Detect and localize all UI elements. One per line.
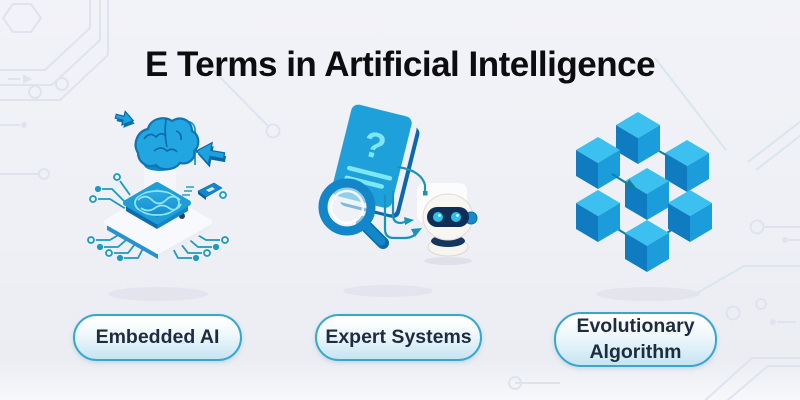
evolutionary-algorithm-illustration [576, 112, 712, 272]
term-label: Expert Systems [325, 325, 472, 348]
label-pill-evolutionary-algorithm: Evolutionary Algorithm [554, 312, 717, 367]
magnifier-icon [318, 178, 389, 249]
brain-icon [134, 117, 200, 171]
label-pill-expert-systems: Expert Systems [315, 314, 482, 361]
gene-cubes-icon [576, 112, 712, 272]
expert-systems-illustration: ? [318, 104, 478, 265]
robot-head-icon [422, 193, 478, 265]
term-label: Embedded AI [95, 325, 220, 348]
mutation-arrow-icon [611, 173, 637, 189]
inference-wires-icon [383, 165, 428, 240]
embedded-ai-illustration [87, 110, 229, 262]
data-card-icon [197, 182, 223, 200]
label-pill-embedded-ai: Embedded AI [73, 314, 242, 361]
data-arrow-right-icon [195, 141, 227, 168]
data-arrow-left-icon [114, 110, 135, 128]
processor-pad-icon [123, 182, 191, 229]
term-label: Evolutionary Algorithm [576, 315, 695, 363]
page-title: E Terms in Artificial Intelligence [144, 45, 656, 85]
